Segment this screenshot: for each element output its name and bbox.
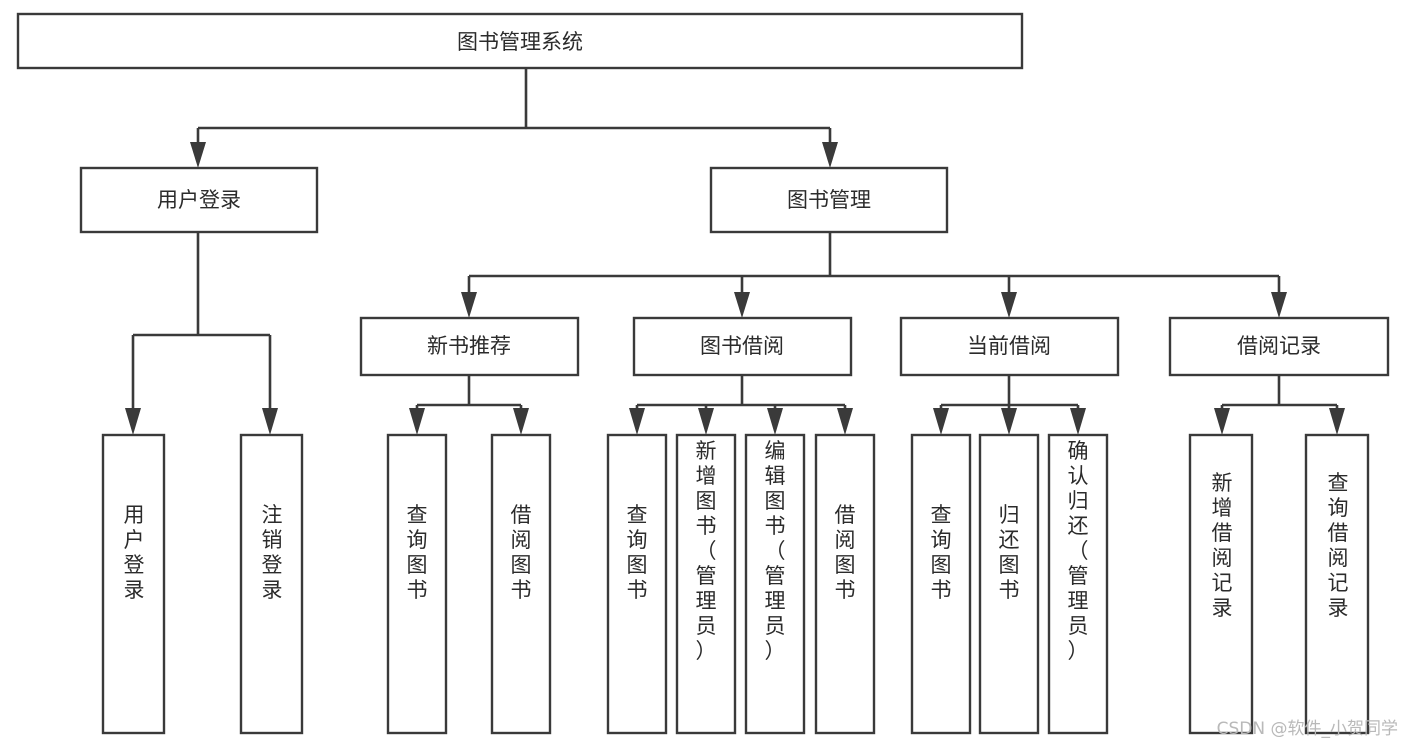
node-leaf-query-book-3-box[interactable] <box>910 433 972 735</box>
node-leaf-borrow-book-2-box[interactable] <box>814 433 876 735</box>
node-leaf-query-book-3-label: 查询图书 <box>931 503 952 602</box>
node-leaf-user-login[interactable]: 用户登录 <box>101 433 166 735</box>
node-leaf-user-logout-label: 注销登录 <box>262 503 283 602</box>
arrow-icon-book-borrow-leaf-1 <box>629 408 645 435</box>
arrow-icon-book-borrow-leaf-3 <box>767 408 783 435</box>
node-borrow-record[interactable]: 借阅记录 <box>1168 316 1390 377</box>
node-leaf-edit-book[interactable]: 编辑图书（管理员） <box>744 433 806 735</box>
connector-group-book-manage <box>461 232 1287 318</box>
node-leaf-borrow-book-2[interactable]: 借阅图书 <box>814 433 876 735</box>
node-leaf-query-record-label: 查询借阅记录 <box>1328 471 1349 620</box>
node-leaf-query-book-2-label: 查询图书 <box>627 503 648 602</box>
node-leaf-confirm-return-box[interactable] <box>1047 433 1109 735</box>
arrow-icon-current-borrow-leaf-3 <box>1070 408 1086 435</box>
node-user-login-box[interactable] <box>79 166 319 234</box>
node-root[interactable]: 图书管理系统 <box>16 12 1024 70</box>
node-book-manage[interactable]: 图书管理 <box>709 166 949 234</box>
node-leaf-query-book-2-box[interactable] <box>606 433 668 735</box>
node-leaf-confirm-return-label: 确认归还（管理员） <box>1068 439 1089 663</box>
csdn-watermark: CSDN @软件_小贺同学 <box>1217 719 1398 739</box>
node-leaf-query-book-1[interactable]: 查询图书 <box>386 433 448 735</box>
node-book-manage-label: 图书管理 <box>787 188 871 212</box>
node-leaf-user-login-box[interactable] <box>101 433 166 735</box>
arrow-icon-current-borrow-leaf-1 <box>933 408 949 435</box>
arrow-icon-book-manage-child-3 <box>1001 292 1017 318</box>
node-leaf-user-login-label: 用户登录 <box>124 503 145 602</box>
connector-group-new-book-recommend <box>409 375 529 435</box>
node-book-borrow-box[interactable] <box>632 316 853 377</box>
node-leaf-return-book-box[interactable] <box>978 433 1040 735</box>
connector-group-current-borrow <box>933 375 1086 435</box>
node-current-borrow[interactable]: 当前借阅 <box>899 316 1120 377</box>
arrow-icon-new-book-leaf-1 <box>409 408 425 435</box>
connector-group-borrow-record <box>1214 375 1345 435</box>
node-leaf-add-record[interactable]: 新增借阅记录 <box>1188 433 1254 735</box>
node-current-borrow-box[interactable] <box>899 316 1120 377</box>
node-leaf-query-book-2[interactable]: 查询图书 <box>606 433 668 735</box>
node-leaf-query-record[interactable]: 查询借阅记录 <box>1304 433 1370 735</box>
node-leaf-add-record-box[interactable] <box>1188 433 1254 735</box>
node-new-book-recommend[interactable]: 新书推荐 <box>359 316 580 377</box>
node-leaf-edit-book-label: 编辑图书（管理员） <box>765 439 786 663</box>
node-leaf-return-book[interactable]: 归还图书 <box>978 433 1040 735</box>
node-book-borrow-label: 图书借阅 <box>700 334 784 358</box>
arrow-icon-book-borrow-leaf-2 <box>698 408 714 435</box>
connector-group-user-login <box>125 232 278 435</box>
node-leaf-add-book-box[interactable] <box>675 433 737 735</box>
node-leaf-query-book-1-box[interactable] <box>386 433 448 735</box>
node-leaf-add-record-label: 新增借阅记录 <box>1212 471 1233 620</box>
node-new-book-recommend-label: 新书推荐 <box>427 334 511 358</box>
node-leaf-query-book-3[interactable]: 查询图书 <box>910 433 972 735</box>
node-leaf-edit-book-box[interactable] <box>744 433 806 735</box>
arrow-icon-book-borrow-leaf-4 <box>837 408 853 435</box>
arrow-icon-user-login-leaf-1 <box>125 408 141 435</box>
arrow-icon-current-borrow-leaf-2 <box>1001 408 1017 435</box>
arrow-icon-user-login-leaf-2 <box>262 408 278 435</box>
node-leaf-borrow-book-2-label: 借阅图书 <box>835 503 856 602</box>
node-user-login-label: 用户登录 <box>157 188 241 212</box>
node-leaf-return-book-label: 归还图书 <box>999 503 1020 602</box>
node-root-box[interactable] <box>16 12 1024 70</box>
arrow-icon-borrow-record-leaf-2 <box>1329 408 1345 435</box>
node-leaf-add-book-label: 新增图书（管理员） <box>696 439 717 663</box>
node-leaf-borrow-book-1[interactable]: 借阅图书 <box>490 433 552 735</box>
node-borrow-record-label: 借阅记录 <box>1237 334 1321 358</box>
node-root-label: 图书管理系统 <box>457 30 583 54</box>
arrow-icon-new-book-leaf-2 <box>513 408 529 435</box>
node-current-borrow-label: 当前借阅 <box>967 334 1051 358</box>
connector-group-root <box>190 68 838 168</box>
node-leaf-borrow-book-1-box[interactable] <box>490 433 552 735</box>
arrow-icon-root-to-book-manage <box>822 142 838 168</box>
connector-group-book-borrow <box>629 375 853 435</box>
node-leaf-user-logout-box[interactable] <box>239 433 304 735</box>
arrow-icon-book-manage-child-2 <box>734 292 750 318</box>
arrow-icon-book-manage-child-1 <box>461 292 477 318</box>
node-new-book-recommend-box[interactable] <box>359 316 580 377</box>
node-leaf-confirm-return[interactable]: 确认归还（管理员） <box>1047 433 1109 735</box>
node-book-manage-box[interactable] <box>709 166 949 234</box>
node-user-login[interactable]: 用户登录 <box>79 166 319 234</box>
arrow-icon-root-to-user-login <box>190 142 206 168</box>
node-leaf-user-logout[interactable]: 注销登录 <box>239 433 304 735</box>
node-book-borrow[interactable]: 图书借阅 <box>632 316 853 377</box>
arrow-icon-borrow-record-leaf-1 <box>1214 408 1230 435</box>
node-leaf-borrow-book-1-label: 借阅图书 <box>511 503 532 602</box>
node-leaf-add-book[interactable]: 新增图书（管理员） <box>675 433 737 735</box>
node-leaf-query-record-box[interactable] <box>1304 433 1370 735</box>
arrow-icon-book-manage-child-4 <box>1271 292 1287 318</box>
node-borrow-record-box[interactable] <box>1168 316 1390 377</box>
node-leaf-query-book-1-label: 查询图书 <box>407 503 428 602</box>
